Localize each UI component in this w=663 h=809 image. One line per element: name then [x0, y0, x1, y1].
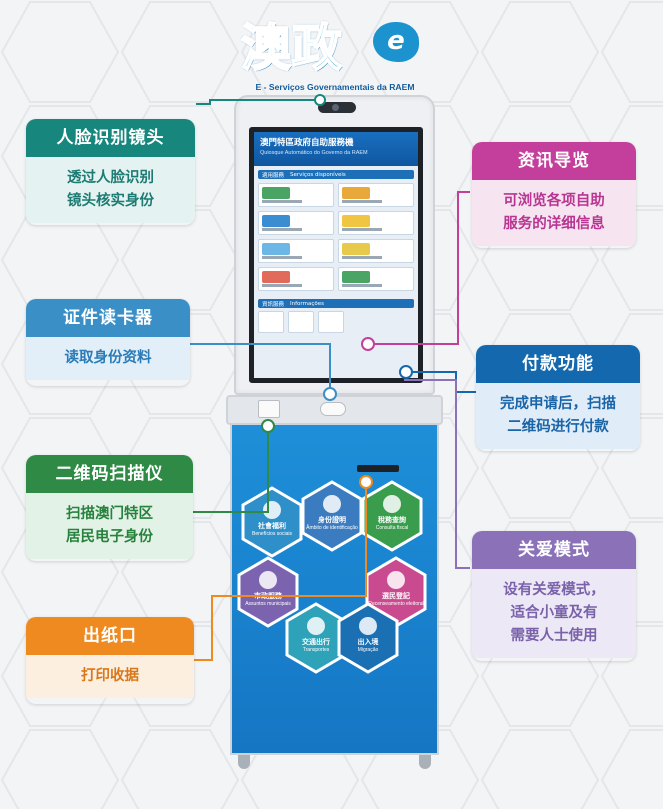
screen-info-tile: [318, 311, 344, 333]
callout-description: 透过人脸识别 镜头核实身份: [26, 157, 195, 223]
screen-tile: [258, 183, 334, 207]
e-government-logo: 澳政 e E - Serviços Governamentais da RAEM: [235, 8, 435, 96]
screen-body: 適用服務 Serviços disponíveis 資訊服務 Informaçõ…: [254, 166, 418, 378]
callout-card-reader: 证件读卡器 读取身份资料: [26, 299, 190, 386]
screen-tile: [258, 211, 334, 235]
callout-title: 人脸识别镜头: [26, 119, 195, 157]
kiosk-head: 澳門特區政府自助服務機 Quiosque Automático do Gover…: [234, 95, 435, 395]
kiosk-screen: 澳門特區政府自助服務機 Quiosque Automático do Gover…: [249, 127, 423, 383]
qr-scanner-window: [258, 400, 280, 418]
receipt-slot: [357, 465, 399, 472]
screen-header: 澳門特區政府自助服務機 Quiosque Automático do Gover…: [254, 132, 418, 166]
callout-info-guide: 资讯导览 可浏览各项自助 服务的详细信息: [472, 142, 636, 248]
screen-info-bar: 資訊服務 Informações: [258, 299, 414, 308]
callout-description: 读取身份资料: [26, 337, 190, 380]
service-name-pt: Consulta fiscal: [375, 525, 409, 531]
callout-face-camera: 人脸识别镜头 透过人脸识别 镜头核实身份: [26, 119, 195, 225]
face-camera-icon: [318, 102, 356, 113]
service-name: 稅務查詢: [378, 516, 406, 524]
screen-info-tile: [258, 311, 284, 333]
kiosk-leg: [419, 755, 431, 769]
service-name: 身份證明: [318, 516, 346, 524]
callout-desc-line: 适合小童及有: [510, 605, 598, 621]
callout-desc-line: 服务的详细信息: [503, 216, 605, 232]
service-name: 市政服務: [254, 592, 282, 600]
kiosk-base: [230, 755, 439, 773]
callout-desc-line: 可浏览各项自助: [503, 193, 605, 209]
callout-description: 完成申请后，扫描 二维码进行付款: [476, 383, 640, 449]
callout-description: 设有关爱模式， 适合小童及有 需要人士使用: [472, 569, 636, 658]
screen-tile: [258, 267, 334, 291]
callout-desc-line: 透过人脸识别: [67, 170, 154, 186]
callout-desc-line: 需要人士使用: [510, 628, 598, 644]
callout-title: 出纸口: [26, 617, 194, 655]
callout-care-mode: 关爱模式 设有关爱模式， 适合小童及有 需要人士使用: [472, 531, 636, 661]
screen-info-label-pt: Informações: [290, 300, 324, 307]
callout-description: 扫描澳门特区 居民电子身份: [26, 493, 193, 559]
screen-subtitle: Quiosque Automático do Governo da RAEM: [260, 150, 368, 156]
screen-services-label-pt: Serviços disponíveis: [290, 171, 346, 178]
callout-desc-line: 读取身份资料: [64, 350, 152, 366]
callout-title: 付款功能: [476, 345, 640, 383]
callout-desc-line: 完成申请后，扫描: [500, 396, 616, 412]
screen-tile: [258, 239, 334, 263]
service-name: 交通出行: [302, 638, 330, 646]
callout-title: 证件读卡器: [26, 299, 190, 337]
service-name-pt: Migração: [357, 647, 379, 653]
screen-info-label: 資訊服務: [262, 301, 285, 308]
callout-paper-outlet: 出纸口 打印收据: [26, 617, 194, 704]
service-name: 出入境: [357, 638, 379, 646]
screen-title: 澳門特區政府自助服務機: [260, 138, 354, 148]
screen-tile: [338, 183, 414, 207]
callout-desc-line: 镜头核实身份: [67, 193, 154, 209]
screen-tile: [338, 267, 414, 291]
service-hexagon-icon: [365, 556, 427, 628]
screen-tile: [338, 239, 414, 263]
logo-e-badge: e: [373, 22, 419, 62]
service-name-pt: Âmbito de identificação: [306, 525, 358, 531]
service-name-pt: Recenseamento eleitoral: [368, 601, 424, 607]
callout-payment: 付款功能 完成申请后，扫描 二维码进行付款: [476, 345, 640, 451]
screen-services-label: 適用服務: [262, 172, 285, 179]
callout-description: 可浏览各项自助 服务的详细信息: [472, 180, 636, 246]
callout-desc-line: 二维码进行付款: [507, 419, 609, 435]
kiosk-leg: [238, 755, 250, 769]
service-name-pt: Benefícios sociais: [251, 531, 293, 537]
callout-title: 资讯导览: [472, 142, 636, 180]
screen-info-tiles: [258, 311, 414, 333]
screen-service-tiles: [258, 183, 414, 291]
logo-wordmark: 澳政: [240, 18, 343, 78]
callout-desc-line: 居民电子身份: [66, 529, 153, 545]
callout-desc-line: 扫描澳门特区: [66, 506, 153, 522]
service-name: 社會福利: [258, 522, 286, 530]
service-name: 選民登記: [382, 592, 410, 600]
callout-description: 打印收据: [26, 655, 194, 698]
screen-info-tile: [288, 311, 314, 333]
callout-qr-scanner: 二维码扫描仪 扫描澳门特区 居民电子身份: [26, 455, 193, 561]
screen-services-bar: 適用服務 Serviços disponíveis: [258, 170, 414, 179]
kiosk-ledge: [226, 395, 443, 425]
card-reader-pad: [320, 402, 346, 416]
screen-tile: [338, 211, 414, 235]
logo-subtitle: E - Serviços Governamentais da RAEM: [255, 82, 415, 92]
callout-desc-line: 打印收据: [81, 668, 139, 684]
callout-desc-line: 设有关爱模式，: [503, 582, 605, 598]
callout-title: 关爱模式: [472, 531, 636, 569]
callout-title: 二维码扫描仪: [26, 455, 193, 493]
